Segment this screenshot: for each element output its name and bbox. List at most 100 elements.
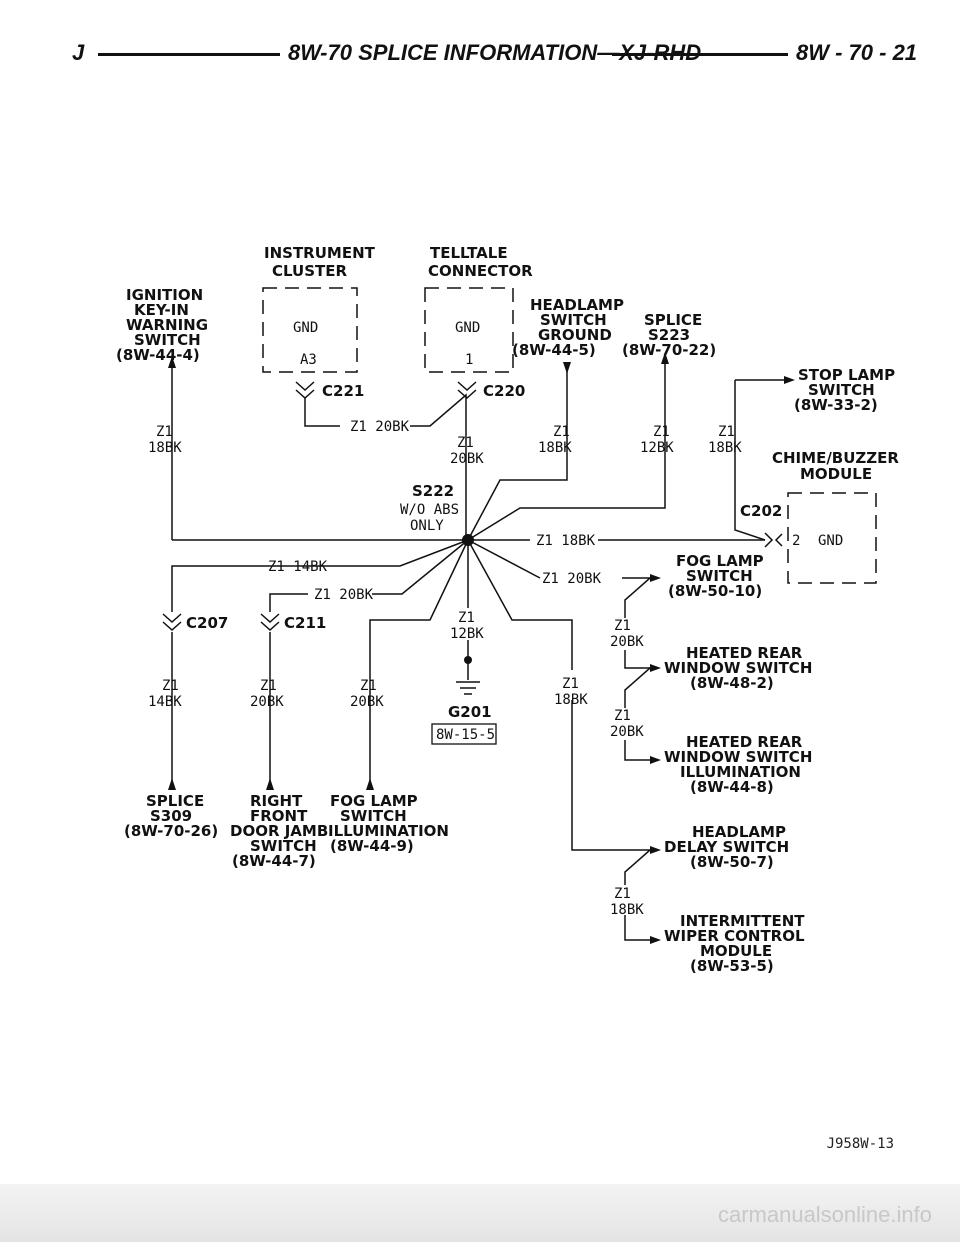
- stop-lamp-z1: Z1: [718, 424, 735, 440]
- headlamp-ground-arrow: [563, 362, 571, 374]
- c211-left-wire: [269, 593, 308, 612]
- ignition-label-3: WARNING: [126, 316, 208, 334]
- instrument-cluster-box: [262, 287, 358, 373]
- headlamp-delay-label-1: HEADLAMP: [692, 823, 786, 841]
- headlamp-ground-z1: Z1: [553, 424, 570, 440]
- fog-switch-gauge: 20BK: [610, 634, 644, 650]
- s223-label-3: (8W-70-22): [622, 341, 716, 359]
- headlamp-ground-label-2: SWITCH: [540, 311, 607, 329]
- fog-switch-label-2: SWITCH: [686, 567, 753, 585]
- g201-z1: Z1: [458, 610, 475, 626]
- ignition-label-5: (8W-44-4): [116, 346, 200, 364]
- fog-illum-wire: [369, 539, 469, 790]
- heated-illum-wire: [624, 740, 650, 761]
- fog-switch-wire-a: [467, 539, 541, 579]
- page-header: J 8W-70 SPLICE INFORMATION—XJ-RHD 8W - 7…: [0, 40, 960, 80]
- chime-module-box: [787, 492, 877, 584]
- fog-illum-gauge: 20BK: [350, 694, 384, 710]
- heated-rear-label-3: (8W-48-2): [690, 674, 774, 692]
- telltale-label-1: TELLTALE: [430, 244, 508, 262]
- telltale-gnd-label: GND: [455, 320, 480, 336]
- ignition-wire-z1: Z1: [156, 424, 173, 440]
- header-rule-left: [98, 53, 280, 56]
- instrument-cluster-label-2: CLUSTER: [272, 262, 347, 280]
- heated-illum-label-2: WINDOW SWITCH: [664, 748, 812, 766]
- c202-label: C202: [740, 502, 782, 520]
- door-jamb-label-3: DOOR JAMB: [230, 822, 328, 840]
- g201-ref-box: [431, 723, 497, 745]
- chime-label-2: MODULE: [800, 465, 872, 483]
- headlamp-delay-gauge: 18BK: [610, 902, 644, 918]
- s223-z1: Z1: [653, 424, 670, 440]
- headlamp-ground-gauge: 18BK: [538, 440, 572, 456]
- s309-arrow: [168, 778, 176, 790]
- cluster-gnd-label: GND: [293, 320, 318, 336]
- telltale-connector-box: [424, 287, 514, 373]
- chime-label-1: CHIME/BUZZER: [772, 449, 899, 467]
- s223-wire: [467, 362, 666, 541]
- heated-illum-label-4: (8W-44-8): [690, 778, 774, 796]
- c220-wire-gauge: 20BK: [450, 451, 484, 467]
- s223-label-2: S223: [648, 326, 690, 344]
- wiper-wire: [624, 915, 650, 941]
- stop-lamp-wire: [734, 380, 766, 541]
- headlamp-delay-arrow: [650, 846, 661, 854]
- heated-illum-label-1: HEATED REAR: [686, 733, 803, 751]
- s222-label: S222: [412, 482, 454, 500]
- wiper-arrow: [650, 936, 661, 944]
- headlamp-ground-label-1: HEADLAMP: [530, 296, 624, 314]
- c211-label: C211: [284, 614, 326, 632]
- headlamp-delay-label-3: (8W-50-7): [690, 853, 774, 871]
- c211-connector-icon: [260, 613, 280, 632]
- figure-id: J958W-13: [826, 1136, 894, 1152]
- g201-gauge: 12BK: [450, 626, 484, 642]
- telltale-label-2: CONNECTOR: [428, 262, 533, 280]
- instrument-cluster-label-1: INSTRUMENT: [264, 244, 376, 262]
- heated-illum-arrow: [650, 756, 661, 764]
- stop-lamp-label-1: STOP LAMP: [798, 366, 895, 384]
- door-jamb-label-4: SWITCH: [250, 837, 317, 855]
- g201-label: G201: [448, 703, 492, 721]
- c211-gauge: 20BK: [250, 694, 284, 710]
- c211-z1: Z1: [260, 678, 277, 694]
- fog-switch-down: [624, 577, 651, 618]
- heated-rear-wire: [624, 650, 650, 669]
- wiper-label-1: INTERMITTENT: [680, 912, 805, 930]
- heated-illum-label-3: ILLUMINATION: [680, 763, 801, 781]
- right-branch-z1: Z1: [562, 676, 579, 692]
- door-jamb-label-5: (8W-44-7): [232, 852, 316, 870]
- c202-connector-icon: [774, 533, 783, 547]
- s222-note-2: ONLY: [410, 518, 444, 534]
- header-section-letter: J: [72, 40, 85, 65]
- c221-connector-icon: [295, 381, 315, 400]
- heated-rear-gauge: 20BK: [610, 724, 644, 740]
- headlamp-ground-wire: [467, 370, 568, 541]
- c207-z1: Z1: [162, 678, 179, 694]
- c221-to-splice-wire: [410, 393, 467, 540]
- c220-label: C220: [483, 382, 525, 400]
- telltale-pin-label: 1: [465, 352, 473, 368]
- wiper-label-3: MODULE: [700, 942, 772, 960]
- ignition-label-1: IGNITION: [126, 286, 203, 304]
- s223-arrow: [661, 352, 669, 364]
- s223-gauge: 12BK: [640, 440, 674, 456]
- g201-ref: 8W-15-5: [436, 727, 495, 743]
- fog-switch-z1: Z1: [614, 618, 631, 634]
- c207-gauge: 14BK: [148, 694, 182, 710]
- fog-illum-arrow: [366, 778, 374, 790]
- fog-switch-arrow: [650, 574, 661, 582]
- stop-lamp-label-3: (8W-33-2): [794, 396, 878, 414]
- wiper-label-4: (8W-53-5): [690, 957, 774, 975]
- headlamp-delay-down: [624, 849, 651, 885]
- heated-rear-arrow: [650, 664, 661, 672]
- right-branch-wire: [467, 539, 573, 670]
- ignition-wire-gauge: 18BK: [148, 440, 182, 456]
- fog-illum-label-2: SWITCH: [340, 807, 407, 825]
- stop-lamp-gauge: 18BK: [708, 440, 742, 456]
- wiper-label-2: WIPER CONTROL: [664, 927, 805, 945]
- fog-switch-label-1: FOG LAMP: [676, 552, 764, 570]
- heated-rear-z1: Z1: [614, 708, 631, 724]
- fog-switch-wire-label: Z1 20BK: [542, 571, 602, 587]
- watermark-bar: carmanualsonline.info: [0, 1184, 960, 1242]
